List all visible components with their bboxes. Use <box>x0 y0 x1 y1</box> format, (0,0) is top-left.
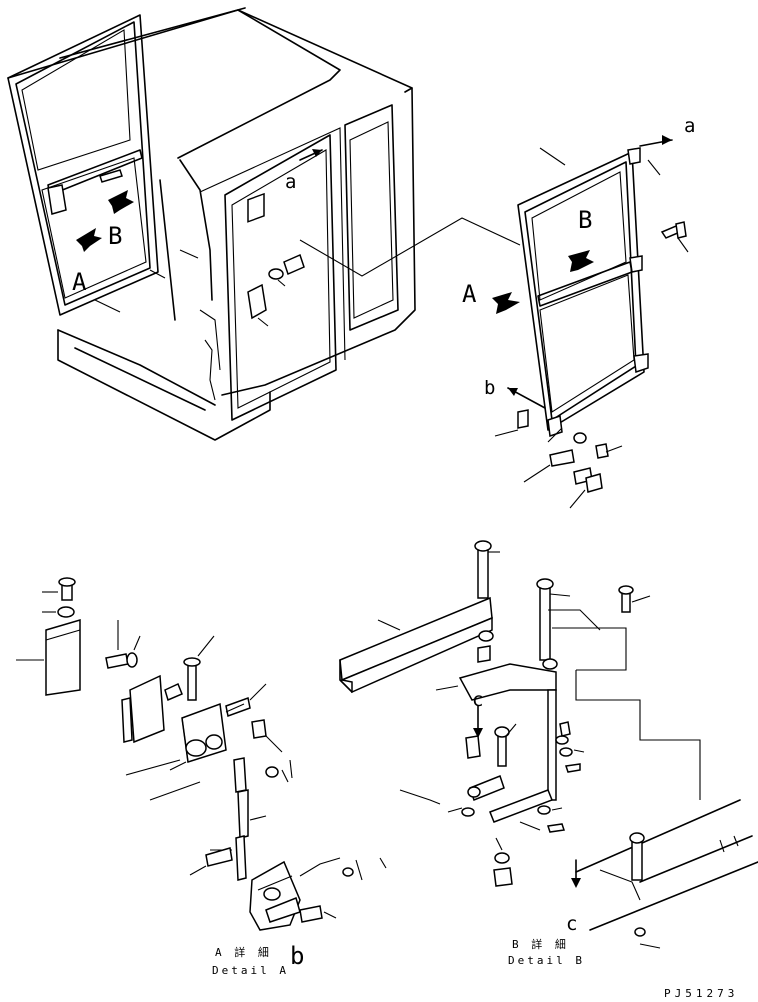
callout-a-door: a <box>684 115 695 137</box>
detail-b-group <box>339 540 758 949</box>
arrow-A-cab <box>76 228 102 252</box>
door-assembly <box>517 147 661 438</box>
callout-B-door: B <box>578 206 592 234</box>
callout-b-detail-a: b <box>290 942 304 970</box>
caption-detail-b-en: Detail B <box>508 954 585 967</box>
door-hardware <box>494 221 689 509</box>
detail-a-group <box>16 577 387 931</box>
caption-detail-a-jp: A 詳 細 <box>215 945 272 959</box>
cab-left-door <box>7 14 159 316</box>
caption-detail-a-en: Detail A <box>212 964 289 977</box>
arrow-A-door <box>492 292 520 314</box>
callout-b-door: b <box>484 377 495 399</box>
callout-A-door: A <box>462 280 477 308</box>
callout-c-detail-b: c <box>472 689 483 711</box>
callout-A-cab: A <box>72 268 87 296</box>
callout-B-cab: B <box>108 222 122 250</box>
callout-c-detail-b-2: c <box>566 913 577 935</box>
callout-a-cab: a <box>285 171 296 193</box>
part-number: PJ51273 <box>664 987 738 1000</box>
arrow-B-cab <box>108 190 134 214</box>
cab-assembly <box>7 7 521 441</box>
arrow-B-door <box>568 250 594 272</box>
caption-detail-b-jp: B 詳 細 <box>512 937 569 951</box>
